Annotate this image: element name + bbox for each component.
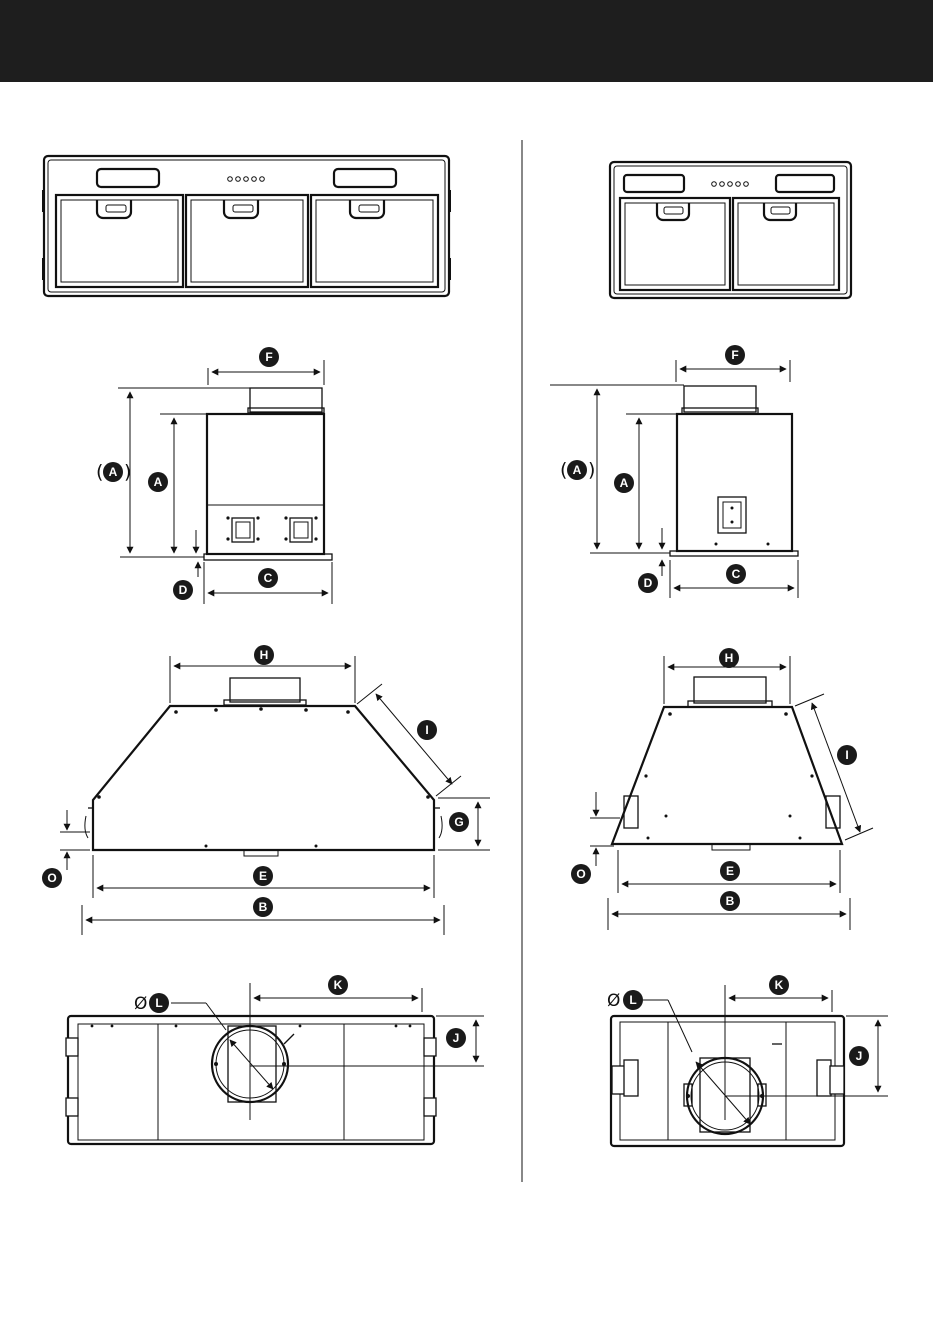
- svg-text:D: D: [644, 576, 653, 590]
- badge-a-paren-right: A: [567, 460, 587, 480]
- svg-text:E: E: [726, 864, 734, 878]
- right-width-view: [590, 656, 873, 930]
- svg-text:O: O: [47, 871, 56, 885]
- svg-text:D: D: [179, 583, 188, 597]
- diameter-symbol-right: Ø: [607, 991, 620, 1011]
- badge-b-left: B: [253, 897, 273, 917]
- badge-a-left: A: [148, 472, 168, 492]
- badge-h-left: H: [254, 645, 274, 665]
- diameter-symbol-left: Ø: [134, 994, 147, 1014]
- svg-text:J: J: [453, 1031, 460, 1045]
- left-front-view: [42, 156, 451, 296]
- badge-h-right: H: [719, 648, 739, 668]
- badge-c-right: C: [726, 564, 746, 584]
- left-width-view: [60, 656, 490, 935]
- svg-text:E: E: [259, 869, 267, 883]
- svg-text:A: A: [620, 476, 629, 490]
- svg-text:K: K: [775, 978, 784, 992]
- badge-e-right: E: [720, 861, 740, 881]
- svg-text:I: I: [845, 748, 848, 762]
- svg-text:O: O: [576, 867, 585, 881]
- right-front-view: [610, 162, 851, 298]
- right-top-view: [611, 985, 888, 1146]
- badge-a-paren-left: A: [103, 462, 123, 482]
- badge-i-left: I: [417, 720, 437, 740]
- badge-f-right: F: [725, 345, 745, 365]
- svg-text:F: F: [731, 348, 738, 362]
- svg-text:L: L: [155, 996, 162, 1010]
- badge-k-left: K: [328, 975, 348, 995]
- badge-b-right: B: [720, 891, 740, 911]
- badge-e-left: E: [253, 866, 273, 886]
- svg-text:A: A: [573, 463, 582, 477]
- badge-i-right: I: [837, 745, 857, 765]
- badge-j-left: J: [446, 1028, 466, 1048]
- badge-l-right: L: [623, 990, 643, 1010]
- svg-text:B: B: [726, 894, 735, 908]
- badge-k-right: K: [769, 975, 789, 995]
- svg-text:L: L: [629, 993, 636, 1007]
- svg-text:A: A: [154, 475, 163, 489]
- badge-j-right: J: [849, 1046, 869, 1066]
- paren-open-left: (: [96, 461, 103, 483]
- svg-text:F: F: [265, 350, 272, 364]
- badge-o-left: O: [42, 868, 62, 888]
- svg-text:B: B: [259, 900, 268, 914]
- svg-text:G: G: [454, 815, 463, 829]
- badge-c-left: C: [258, 568, 278, 588]
- badge-f-left: F: [259, 347, 279, 367]
- svg-text:A: A: [109, 465, 118, 479]
- badge-a-right: A: [614, 473, 634, 493]
- badge-d-left: D: [173, 580, 193, 600]
- svg-text:C: C: [264, 571, 273, 585]
- paren-open-right: (: [560, 459, 567, 481]
- badge-d-right: D: [638, 573, 658, 593]
- badge-g-left: G: [449, 812, 469, 832]
- paren-close-right: ): [588, 459, 595, 481]
- svg-text:H: H: [260, 648, 269, 662]
- badge-l-left: L: [149, 993, 169, 1013]
- svg-text:J: J: [856, 1049, 863, 1063]
- badge-o-right: O: [571, 864, 591, 884]
- svg-text:H: H: [725, 651, 734, 665]
- svg-text:C: C: [732, 567, 741, 581]
- svg-text:K: K: [334, 978, 343, 992]
- left-top-view: [66, 983, 484, 1144]
- paren-close-left: ): [124, 461, 131, 483]
- svg-text:I: I: [425, 723, 428, 737]
